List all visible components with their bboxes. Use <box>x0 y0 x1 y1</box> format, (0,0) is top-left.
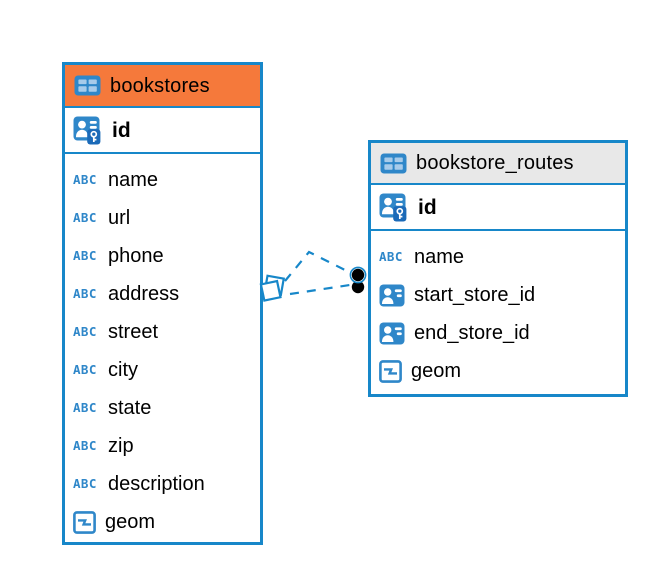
geometry-type-icon <box>379 359 402 383</box>
table-header-bookstore-routes[interactable]: bookstore_routes <box>371 143 625 185</box>
field-row-zip[interactable]: ABC zip <box>65 427 260 465</box>
primary-key-icon <box>73 116 103 145</box>
field-row-url[interactable]: ABC url <box>65 199 260 237</box>
field-row-end_store_id[interactable]: end_store_id <box>371 314 625 352</box>
geometry-type-icon <box>73 510 96 534</box>
pk-row-bookstore-routes-id[interactable]: id <box>371 185 625 231</box>
field-label: geom <box>105 511 156 533</box>
dot-endpoint[interactable] <box>349 266 367 294</box>
pk-row-bookstores-id[interactable]: id <box>65 108 260 154</box>
reference-icon <box>379 322 405 345</box>
field-row-name[interactable]: ABC name <box>371 238 625 276</box>
field-label: name <box>414 246 465 268</box>
field-row-phone[interactable]: ABC phone <box>65 237 260 275</box>
field-row-name[interactable]: ABC name <box>65 161 260 199</box>
field-label: geom <box>411 360 462 382</box>
text-type-icon: ABC <box>73 323 97 339</box>
text-type-icon: ABC <box>73 247 97 263</box>
field-label: phone <box>108 245 164 267</box>
text-type-icon: ABC <box>73 209 97 225</box>
text-type-icon: ABC <box>73 399 97 415</box>
table-header-bookstores[interactable]: bookstores <box>65 65 260 108</box>
text-type-icon: ABC <box>379 248 403 264</box>
field-label: start_store_id <box>414 284 536 306</box>
field-label: description <box>108 473 205 495</box>
text-type-icon: ABC <box>73 285 97 301</box>
field-label: state <box>108 397 152 419</box>
diamond-endpoint[interactable] <box>259 274 286 302</box>
text-type-icon: ABC <box>73 475 97 491</box>
relationship-line-end-store[interactable] <box>289 283 351 296</box>
primary-key-icon <box>379 193 409 222</box>
field-row-geom[interactable]: geom <box>371 352 625 390</box>
entity-table-bookstore-routes[interactable]: bookstore_routes id ABC name start_store_i… <box>368 140 628 397</box>
reference-icon <box>379 284 405 307</box>
text-type-icon: ABC <box>73 171 97 187</box>
table-icon <box>380 153 407 174</box>
field-label: street <box>108 321 159 343</box>
field-row-geom[interactable]: geom <box>65 503 260 541</box>
field-label: zip <box>108 435 134 457</box>
field-label: url <box>108 207 131 229</box>
field-row-address[interactable]: ABC address <box>65 275 260 313</box>
table-title: bookstores <box>110 74 210 97</box>
text-type-icon: ABC <box>73 361 97 377</box>
field-label: city <box>108 359 138 381</box>
field-label: end_store_id <box>414 322 530 344</box>
field-row-city[interactable]: ABC city <box>65 351 260 389</box>
table-title: bookstore_routes <box>416 152 574 174</box>
pk-field-label: id <box>112 118 131 142</box>
pk-field-label: id <box>418 195 437 219</box>
field-row-street[interactable]: ABC street <box>65 313 260 351</box>
field-row-start_store_id[interactable]: start_store_id <box>371 276 625 314</box>
relationship-line-start-store[interactable] <box>284 250 352 282</box>
field-label: address <box>108 283 180 305</box>
text-type-icon: ABC <box>73 437 97 453</box>
field-row-description[interactable]: ABC description <box>65 465 260 503</box>
field-label: name <box>108 169 159 191</box>
field-row-state[interactable]: ABC state <box>65 389 260 427</box>
table-icon <box>74 75 101 96</box>
